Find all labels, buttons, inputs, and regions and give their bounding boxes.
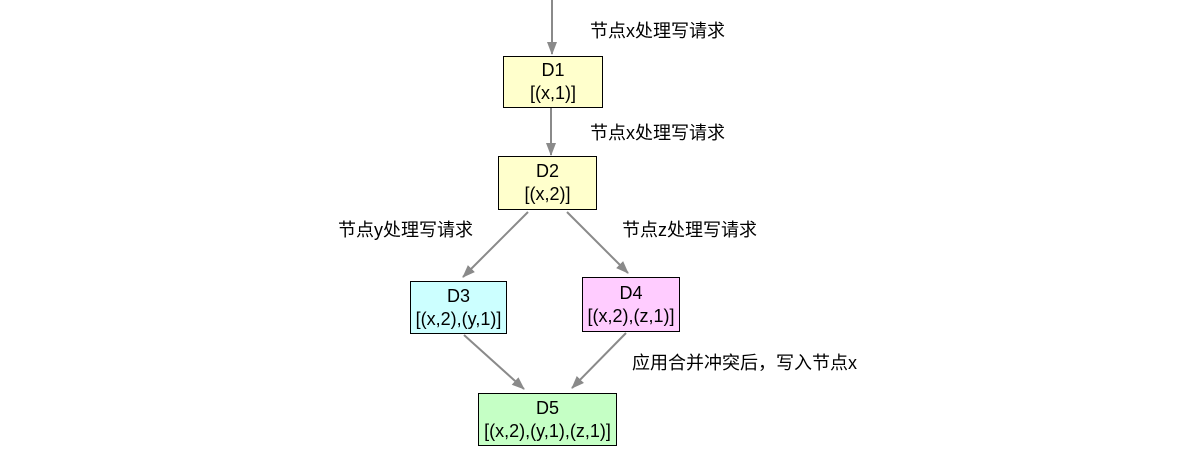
edge-label-client-to-d1: 节点x处理写请求 — [590, 21, 725, 41]
edge-d4-to-d5 — [571, 332, 627, 389]
edge-label-d2-to-d3: 节点y处理写请求 — [338, 220, 473, 240]
edge-d2-to-d4 — [566, 211, 629, 274]
node-d5: D5 [(x,2),(y,1),(z,1)] — [478, 393, 617, 446]
node-d1-vector: [(x,1)] — [529, 83, 576, 103]
edge-label-d2-to-d4: 节点z处理写请求 — [622, 220, 757, 240]
node-d2-id: D2 — [535, 161, 559, 181]
edge-d3-to-d5 — [463, 334, 525, 390]
node-d4: D4 [(x,2),(z,1)] — [582, 277, 680, 332]
node-d2: D2 [(x,2)] — [498, 156, 597, 210]
edge-label-d1-to-d2: 节点x处理写请求 — [590, 123, 725, 143]
node-d1: D1 [(x,1)] — [503, 56, 603, 108]
node-d1-id: D1 — [541, 60, 565, 80]
edge-label-merge-to-d5: 应用合并冲突后，写入节点x — [632, 353, 857, 373]
node-d3-id: D3 — [446, 285, 470, 306]
node-d5-id: D5 — [535, 397, 559, 418]
node-d5-vector: [(x,2),(y,1),(z,1)] — [484, 420, 611, 441]
edge-d2-to-d3 — [462, 211, 529, 278]
node-d4-vector: [(x,2),(z,1)] — [587, 305, 675, 326]
node-d2-vector: [(x,2)] — [524, 184, 571, 204]
node-d3: D3 [(x,2),(y,1)] — [410, 281, 507, 334]
node-d4-id: D4 — [619, 282, 643, 303]
node-d3-vector: [(x,2),(y,1)] — [415, 308, 502, 329]
